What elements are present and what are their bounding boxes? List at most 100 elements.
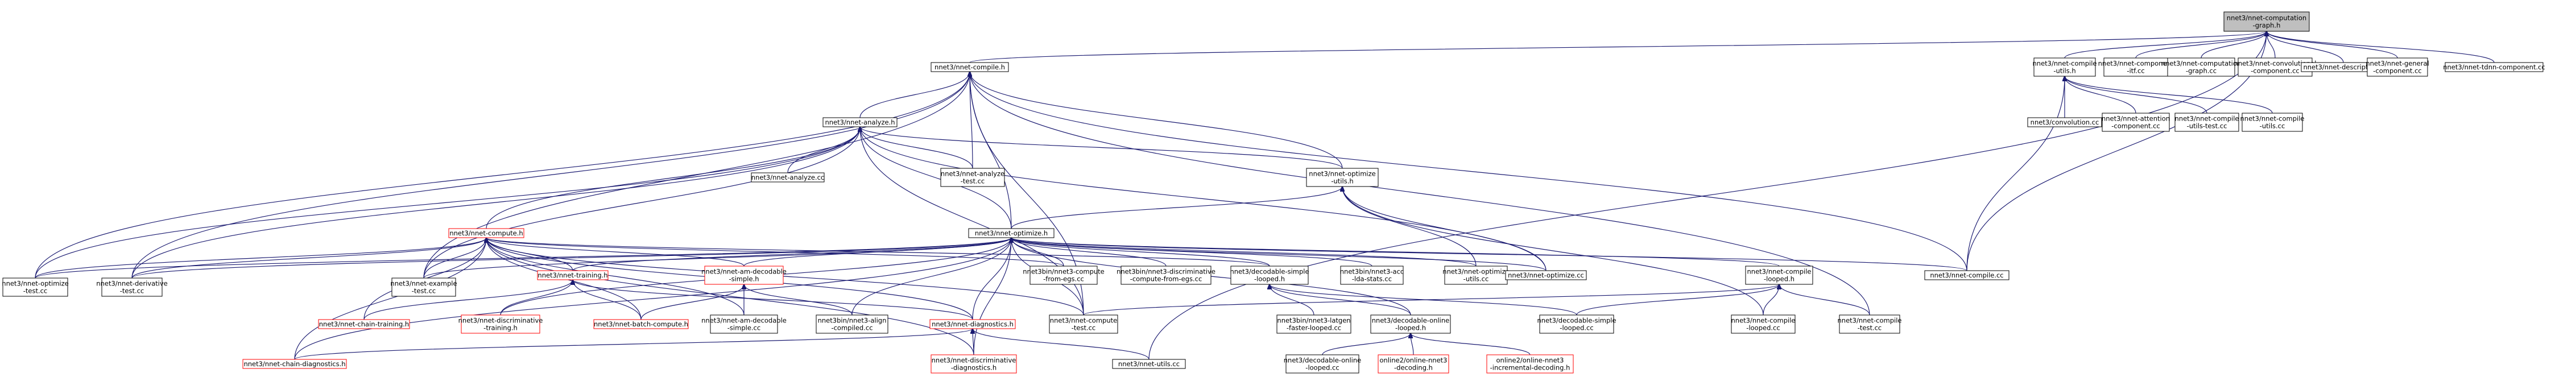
include-edge-n3-to-n0 bbox=[2135, 31, 2267, 59]
graph-node-n7[interactable]: nnet3/nnet-general-component.cc bbox=[2366, 57, 2429, 77]
node-label: nnet3/nnet-analyze bbox=[941, 170, 1004, 178]
include-edge-n48-to-n40 bbox=[1411, 333, 1414, 355]
graph-node-n2[interactable]: nnet3/nnet-compile-utils.h bbox=[2033, 57, 2097, 77]
node-label: -graph.cc bbox=[2186, 67, 2217, 75]
node-label: nnet3/nnet-compile bbox=[2033, 60, 2097, 68]
graph-node-n21[interactable]: nnet3/nnet-example-test.cc bbox=[390, 277, 457, 297]
graph-node-n37[interactable]: nnet3/nnet-diagnostics.h bbox=[929, 319, 1016, 329]
graph-node-n10[interactable]: nnet3/nnet-analyze.cc bbox=[751, 172, 825, 183]
graph-node-n14[interactable]: nnet3/nnet-attention-component.cc bbox=[2102, 113, 2170, 132]
include-edge-n10-to-n9 bbox=[787, 127, 860, 173]
include-edge-n46-to-n0 bbox=[1148, 31, 2267, 360]
graph-node-n28[interactable]: nnet3/nnet-optimize-utils.cc bbox=[1442, 266, 1510, 285]
graph-node-n19[interactable]: nnet3/nnet-optimize-test.cc bbox=[2, 277, 69, 297]
node-box bbox=[537, 270, 609, 280]
graph-node-n9[interactable]: nnet3/nnet-analyze.h bbox=[822, 117, 898, 127]
node-box bbox=[1924, 270, 2009, 280]
include-edge-n20-to-n9 bbox=[131, 127, 860, 279]
node-box bbox=[101, 277, 163, 297]
include-edge-n34-to-n23 bbox=[640, 284, 744, 320]
node-box bbox=[2102, 113, 2170, 132]
graph-node-n48[interactable]: online2/online-nnet3-decoding.h bbox=[1378, 354, 1449, 374]
node-label: nnet3/nnet-batch-compute.h bbox=[594, 320, 688, 328]
node-label: nnet3/nnet-attention bbox=[2102, 115, 2170, 123]
node-label: nnet3/nnet-am-decodable bbox=[701, 317, 787, 325]
graph-node-n39[interactable]: nnet3bin/nnet3-latgen-faster-looped.cc bbox=[1276, 314, 1351, 334]
graph-node-n3[interactable]: nnet3/nnet-component-itf.cc bbox=[2098, 57, 2174, 77]
graph-node-n36[interactable]: nnet3bin/nnet3-align-compiled.cc bbox=[816, 314, 888, 334]
graph-node-n43[interactable]: nnet3/nnet-compile-test.cc bbox=[1838, 314, 1902, 334]
node-box bbox=[1745, 266, 1813, 285]
node-label: nnet3/nnet-chain-training.h bbox=[319, 320, 409, 328]
graph-node-n5[interactable]: nnet3/nnet-convolutional-component.cc bbox=[2234, 57, 2317, 77]
graph-node-n12[interactable]: nnet3/nnet-optimize-utils.h bbox=[1306, 168, 1379, 187]
graph-node-n24[interactable]: nnet3bin/nnet3-compute-from-egs.cc bbox=[1023, 266, 1105, 285]
node-label: nnet3/decodable-simple bbox=[1537, 317, 1616, 325]
include-edge-n44-to-n17 bbox=[294, 238, 486, 360]
graph-node-n17[interactable]: nnet3/nnet-compute.h bbox=[448, 228, 524, 238]
node-label: nnet3/nnet-compute bbox=[1050, 317, 1117, 325]
graph-node-n38[interactable]: nnet3/nnet-compute-test.cc bbox=[1049, 314, 1118, 334]
node-box bbox=[2238, 57, 2313, 77]
include-edge-n15-to-n2 bbox=[2065, 76, 2207, 114]
graph-node-n16[interactable]: nnet3/nnet-compile-utils.cc bbox=[2240, 113, 2305, 132]
node-box bbox=[1444, 266, 1508, 285]
graph-node-n34[interactable]: nnet3/nnet-batch-compute.h bbox=[593, 319, 689, 329]
graph-node-n35[interactable]: nnet3/nnet-am-decodable-simple.cc bbox=[701, 314, 787, 334]
node-label: nnet3/decodable-online bbox=[1284, 357, 1361, 364]
graph-node-n46[interactable]: nnet3/nnet-utils.cc bbox=[1112, 359, 1186, 369]
graph-node-n42[interactable]: nnet3/nnet-compile-looped.cc bbox=[1731, 314, 1796, 334]
node-box bbox=[2223, 11, 2310, 32]
include-edge-n18-to-n9 bbox=[860, 127, 1012, 229]
graph-node-n6[interactable]: nnet3/nnet-descriptor.cc bbox=[2301, 62, 2386, 72]
graph-node-n45[interactable]: nnet3/nnet-discriminative-diagnostics.h bbox=[931, 354, 1017, 374]
graph-node-n30[interactable]: nnet3/nnet-compile-looped.h bbox=[1745, 266, 1813, 285]
node-box bbox=[751, 172, 825, 183]
graph-node-n44[interactable]: nnet3/nnet-chain-diagnostics.h bbox=[242, 359, 347, 369]
graph-node-n31[interactable]: nnet3/nnet-compile.cc bbox=[1924, 270, 2009, 280]
graph-node-n47[interactable]: nnet3/decodable-online-looped.cc bbox=[1284, 354, 1361, 374]
graph-node-n11[interactable]: nnet3/nnet-analyze-test.cc bbox=[940, 168, 1005, 187]
node-box bbox=[461, 314, 540, 334]
graph-node-n8[interactable]: nnet3/nnet-tdnn-component.cc bbox=[2443, 62, 2545, 72]
include-edge-n42-to-n12 bbox=[1342, 187, 1764, 316]
graph-node-n32[interactable]: nnet3/nnet-chain-training.h bbox=[318, 319, 410, 329]
graph-node-n29[interactable]: nnet3/nnet-optimize.cc bbox=[1505, 270, 1587, 280]
include-edge-n8-to-n0 bbox=[2267, 31, 2495, 63]
graph-node-n26[interactable]: nnet3/decodable-simple-looped.h bbox=[1230, 266, 1309, 285]
graph-node-n41[interactable]: nnet3/decodable-simple-looped.cc bbox=[1537, 314, 1616, 334]
node-label: -looped.cc bbox=[1560, 324, 1593, 332]
node-label: -utils-test.cc bbox=[2187, 122, 2227, 130]
graph-node-n23[interactable]: nnet3/nnet-am-decodable-simple.h bbox=[701, 266, 787, 285]
graph-node-n13[interactable]: nnet3/convolution.cc bbox=[2027, 117, 2102, 127]
node-box bbox=[1285, 354, 1359, 374]
include-edge-n11-to-n1 bbox=[970, 72, 973, 169]
node-label: nnet3/nnet-optimize.h bbox=[975, 229, 1048, 237]
graph-node-n25[interactable]: nnet3bin/nnet3-discriminative-compute-fr… bbox=[1117, 266, 1215, 285]
node-label: nnet3/nnet-tdnn-component.cc bbox=[2443, 63, 2545, 71]
include-edge-n37-to-n22 bbox=[573, 280, 973, 320]
graph-node-n15[interactable]: nnet3/nnet-compile-utils-test.cc bbox=[2174, 113, 2239, 132]
include-edge-n39-to-n26 bbox=[1270, 284, 1314, 316]
graph-node-n49[interactable]: online2/online-nnet3-incremental-decodin… bbox=[1486, 354, 1574, 374]
graph-node-n27[interactable]: nnet3bin/nnet3-acc-lda-stats.cc bbox=[1340, 266, 1404, 285]
graph-node-n1[interactable]: nnet3/nnet-compile.h bbox=[931, 62, 1009, 72]
include-edge-n34-to-n22 bbox=[573, 280, 642, 320]
graph-node-n4[interactable]: nnet3/nnet-computation-graph.cc bbox=[2161, 57, 2241, 77]
node-label: nnet3/nnet-compile bbox=[2175, 115, 2239, 123]
include-edge-n23-to-n17 bbox=[486, 238, 745, 267]
include-edge-n38-to-n30 bbox=[1083, 284, 1779, 316]
include-edge-n36-to-n18 bbox=[851, 238, 1011, 316]
node-label: nnet3/decodable-simple bbox=[1230, 268, 1309, 276]
graph-node-n20[interactable]: nnet3/nnet-derivative-test.cc bbox=[96, 277, 168, 297]
node-label: -looped.h bbox=[1395, 324, 1426, 332]
graph-node-n40[interactable]: nnet3/decodable-online-looped.h bbox=[1370, 314, 1451, 334]
include-edge-n12-to-n9 bbox=[860, 127, 1343, 169]
graph-node-n18[interactable]: nnet3/nnet-optimize.h bbox=[968, 228, 1055, 238]
graph-node-n33[interactable]: nnet3/nnet-discriminative-training.h bbox=[458, 314, 543, 334]
graph-node-n22[interactable]: nnet3/nnet-training.h bbox=[537, 270, 609, 280]
graph-node-n0[interactable]: nnet3/nnet-computation-graph.h bbox=[2223, 11, 2310, 32]
node-label: nnet3/convolution.cc bbox=[2031, 118, 2099, 126]
include-edge-n19-to-n17 bbox=[35, 238, 486, 279]
